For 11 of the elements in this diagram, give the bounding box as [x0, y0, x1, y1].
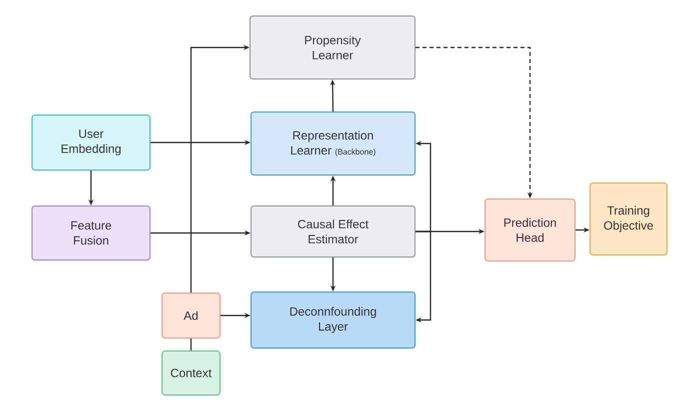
- process-box: Representation Learner (Backbone): [250, 112, 416, 176]
- process-box: Prediction Head: [484, 198, 576, 262]
- process-box: Deconnfounding Layer: [250, 291, 416, 348]
- input-box: Ad: [162, 292, 220, 338]
- arrow: [416, 230, 432, 323]
- input-box: Context: [162, 350, 220, 396]
- output-box: Training Objective: [590, 182, 668, 256]
- input-box: User Embedding: [32, 114, 150, 170]
- process-box: Feature Fusion: [32, 206, 150, 260]
- process-box: Propensity Learner: [250, 16, 416, 80]
- process-box: Causal Effect Estimator: [250, 206, 416, 258]
